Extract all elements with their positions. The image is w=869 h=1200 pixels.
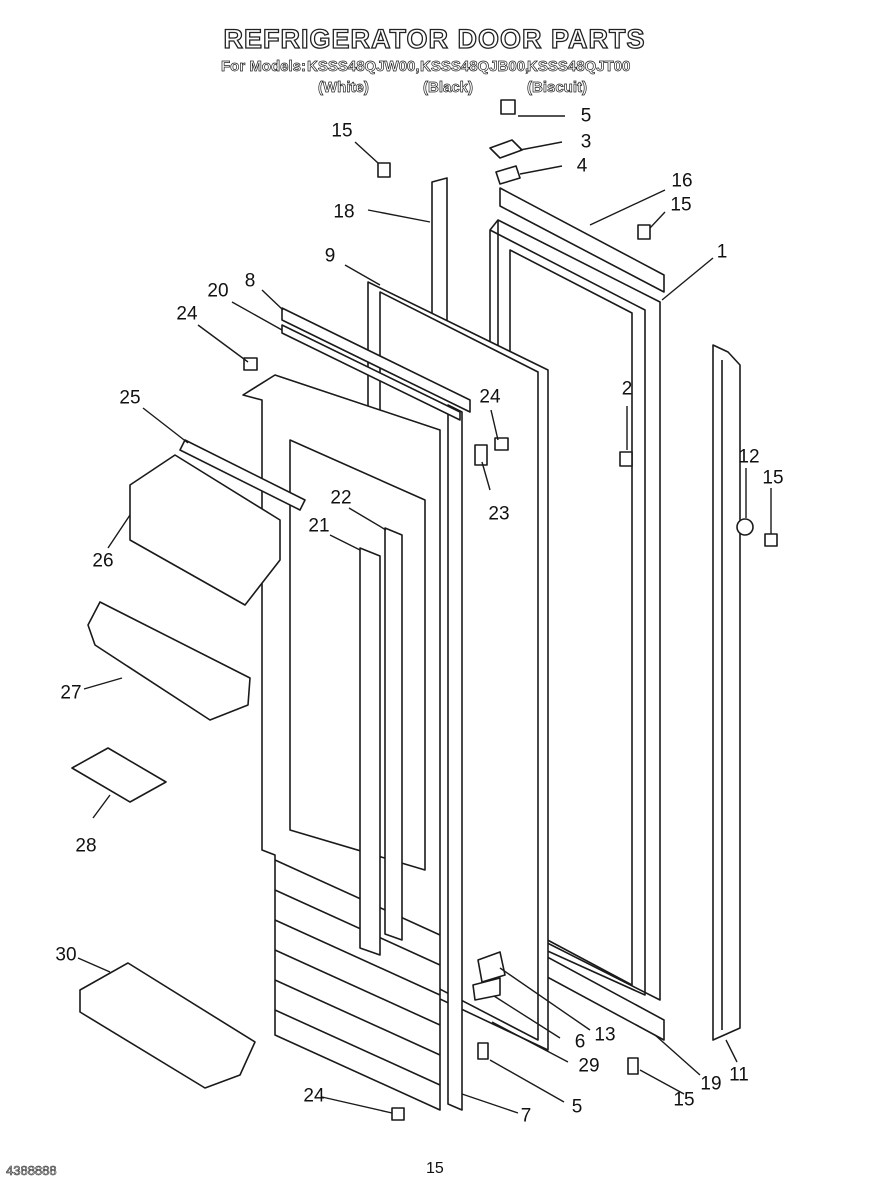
bottom-hinge-assembly	[472, 951, 506, 1060]
part-21-shelf-rail	[359, 547, 381, 956]
callout-24-left: 24	[176, 303, 198, 325]
screw-15-right	[637, 224, 651, 240]
model-black: KSSS48QJB00,	[420, 58, 530, 76]
part-22-shelf-rail	[384, 527, 403, 941]
callout-5-bottom: 5	[571, 1096, 583, 1118]
top-hinge-assembly	[489, 99, 523, 185]
screw-15-top	[377, 162, 391, 178]
screw-15-bottom	[627, 1057, 639, 1075]
screw-24-mid	[494, 437, 509, 451]
part-25-cover-rod	[179, 439, 306, 511]
callout-20: 20	[207, 280, 229, 302]
page-number: 15	[426, 1160, 444, 1177]
callout-3: 3	[580, 131, 592, 153]
doc-number: 4388888	[6, 1163, 57, 1179]
callout-11: 11	[729, 1064, 749, 1086]
callout-2: 2	[621, 378, 633, 400]
part-11-outer-door-panel	[712, 344, 741, 1041]
callout-6: 6	[574, 1031, 586, 1053]
callout-28: 28	[75, 835, 97, 857]
color-biscuit: (Biscuit)	[527, 79, 588, 97]
callout-13: 13	[594, 1024, 616, 1046]
callout-24-mid: 24	[479, 386, 501, 408]
page-title: REFRIGERATOR DOOR PARTS	[223, 23, 646, 54]
part-23-bracket	[474, 444, 488, 466]
callout-4: 4	[576, 155, 588, 177]
part-12-washer	[736, 518, 754, 536]
callout-27: 27	[60, 682, 82, 704]
callout-18: 18	[333, 201, 355, 223]
callout-15-right: 15	[670, 194, 692, 216]
callout-7: 7	[520, 1105, 532, 1127]
part-8-breaker-strip	[281, 307, 471, 413]
callout-leaders	[77, 115, 772, 1114]
callout-12: 12	[738, 446, 760, 468]
callout-1: 1	[716, 241, 728, 263]
color-white: (White)	[318, 79, 370, 97]
models-prefix: For Models:	[221, 58, 307, 76]
callout-21: 21	[308, 515, 330, 537]
part-30-door-bin	[79, 962, 256, 1089]
model-biscuit: KSSS48QJT00	[527, 58, 631, 76]
callout-25: 25	[119, 387, 141, 409]
callout-16: 16	[671, 170, 693, 192]
callout-15-side: 15	[762, 467, 784, 489]
part-16-top-trim	[499, 187, 665, 293]
callout-24-bottom: 24	[303, 1085, 325, 1107]
callout-30: 30	[55, 944, 77, 966]
part-27-door-bin	[87, 601, 251, 721]
part-26-dairy-cover	[129, 454, 281, 606]
callout-5-top: 5	[580, 105, 592, 127]
model-white: KSSS48QJW00,	[307, 58, 420, 76]
callout-15-top: 15	[331, 120, 353, 142]
callout-19: 19	[700, 1073, 722, 1095]
color-black: (Black)	[423, 79, 474, 97]
callout-29: 29	[578, 1055, 600, 1077]
callout-8: 8	[244, 270, 256, 292]
part-28-egg-tray	[71, 747, 167, 803]
callout-22: 22	[330, 487, 352, 509]
part-7-liner-edge	[447, 404, 463, 1111]
callout-23: 23	[488, 503, 510, 525]
part-2-clip	[619, 451, 633, 467]
screw-15-side	[764, 533, 778, 547]
screw-24-bottom	[391, 1107, 405, 1121]
callout-15-bottom: 15	[673, 1089, 695, 1111]
callout-9: 9	[324, 245, 336, 267]
callout-26: 26	[92, 550, 114, 572]
part-20-breaker-strip	[281, 324, 461, 421]
